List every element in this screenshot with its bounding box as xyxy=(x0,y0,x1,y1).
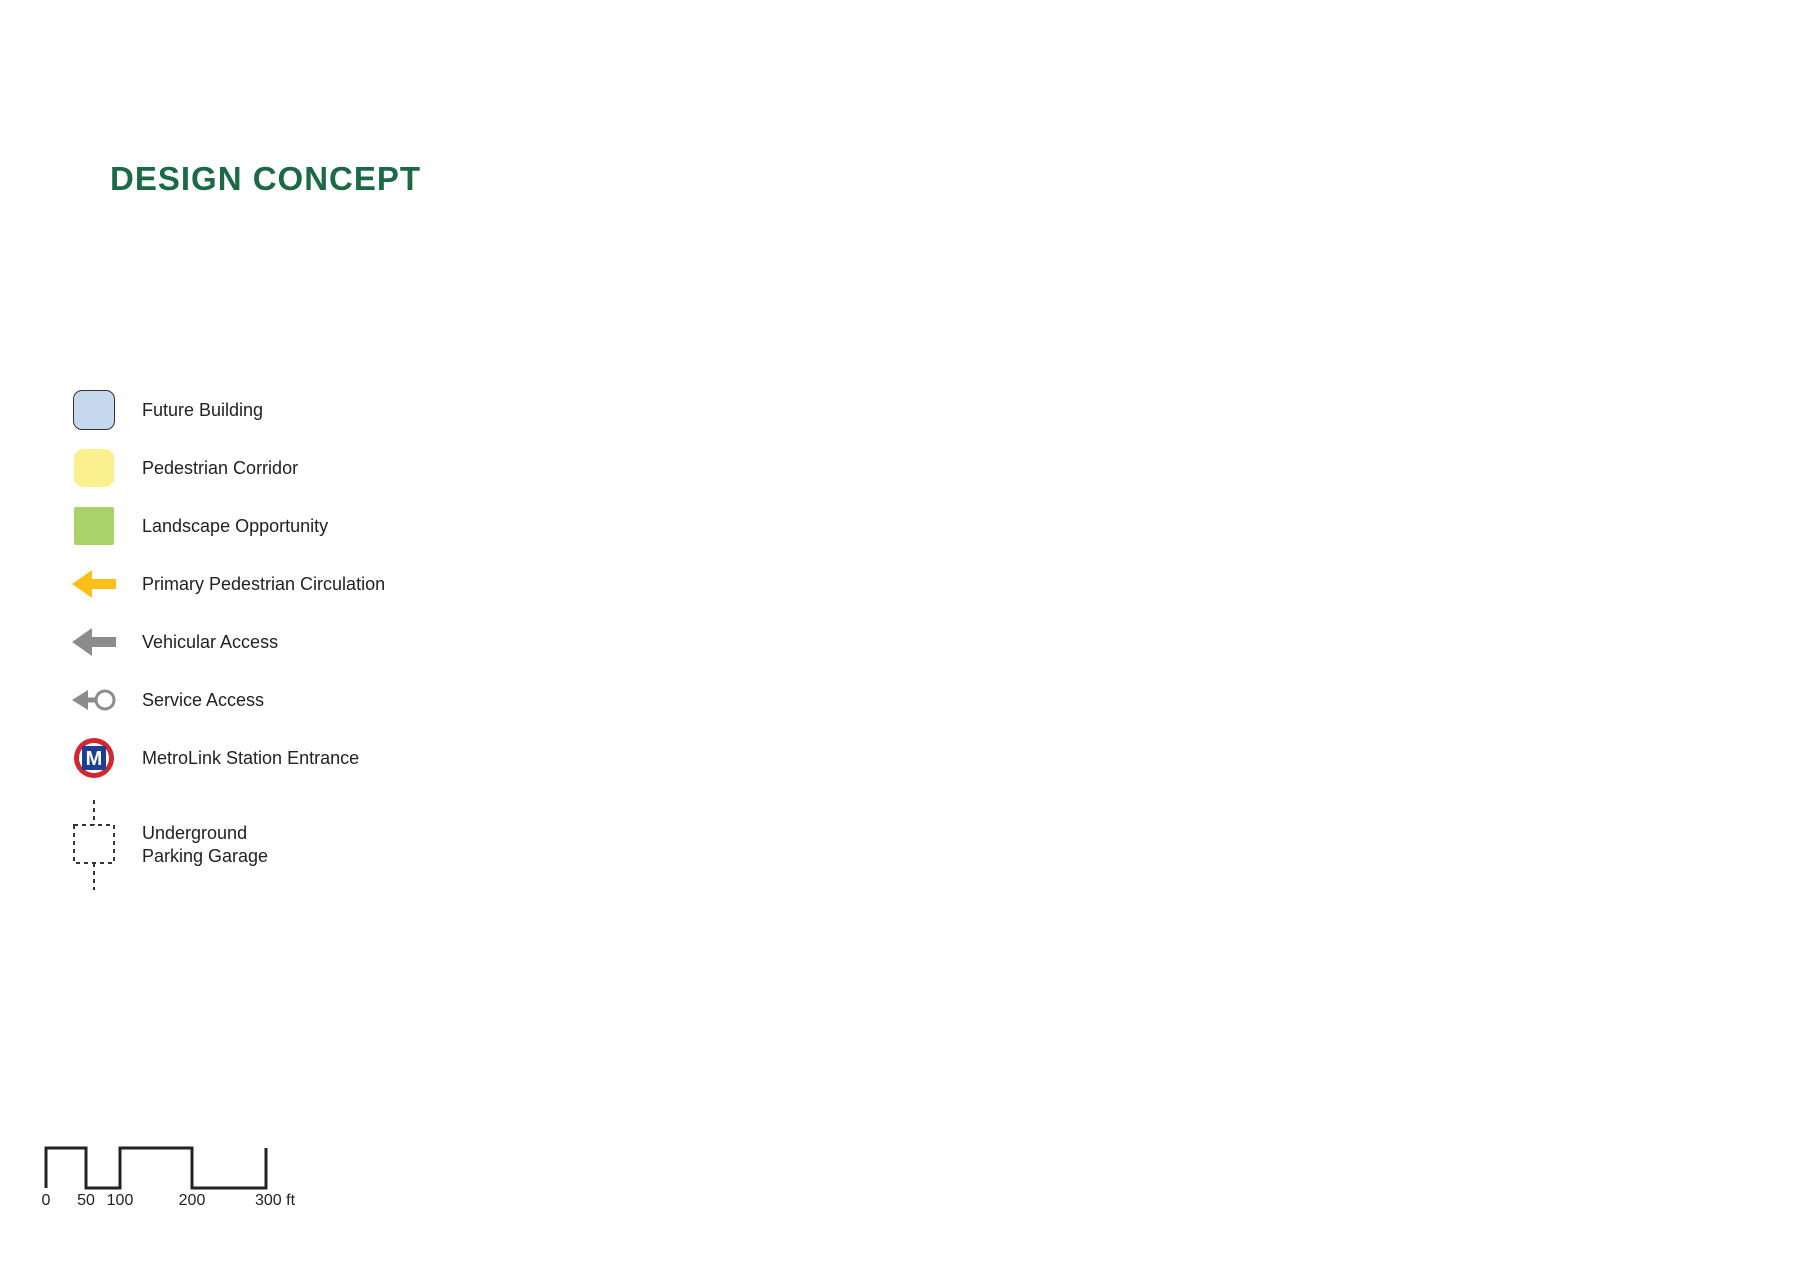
legend-label: Service Access xyxy=(142,689,265,710)
legend-label: Primary Pedestrian Circulation xyxy=(142,573,386,594)
legend-item-future-building: Future Building xyxy=(70,390,263,430)
legend-label: Underground Parking Garage xyxy=(142,823,269,866)
scale-bar-graphic xyxy=(44,1146,268,1190)
scale-label: 50 xyxy=(77,1192,95,1209)
legend-item-landscape-opportunity: Landscape Opportunity xyxy=(70,506,328,546)
service-access-icon xyxy=(72,689,116,711)
future-building-swatch xyxy=(73,390,115,430)
legend-item-vehicular-access: Vehicular Access xyxy=(70,622,278,662)
legend-item-metrolink: M MetroLink Station Entrance xyxy=(70,738,359,778)
gray-arrow-icon xyxy=(72,628,116,656)
scale-label: 200 xyxy=(178,1192,206,1209)
legend-item-service-access: Service Access xyxy=(70,680,264,720)
legend-item-pedestrian-circulation: Primary Pedestrian Circulation xyxy=(70,564,385,604)
map-title: DESIGN CONCEPT xyxy=(110,160,422,197)
scale-label: 300 ft xyxy=(254,1192,296,1209)
scale-label: 0 xyxy=(41,1192,51,1209)
legend-label: Landscape Opportunity xyxy=(142,515,329,536)
legend-label: Pedestrian Corridor xyxy=(142,457,299,478)
legend-item-pedestrian-corridor: Pedestrian Corridor xyxy=(70,448,298,488)
pedestrian-corridor-swatch xyxy=(74,449,114,487)
svg-text:M: M xyxy=(86,748,103,770)
landscape-swatch xyxy=(74,507,114,545)
scale-bar: 0 50 100 200 300 ft xyxy=(40,1140,320,1209)
legend-item-parking-garage: Underground Parking Garage xyxy=(70,800,268,890)
yellow-arrow-icon xyxy=(72,570,116,598)
scale-label: 100 xyxy=(106,1192,134,1209)
dashed-garage-icon xyxy=(73,800,115,890)
legend-label: MetroLink Station Entrance xyxy=(142,747,360,768)
legend-label: Vehicular Access xyxy=(142,631,279,652)
metrolink-icon: M xyxy=(74,738,114,778)
legend-label: Future Building xyxy=(142,399,264,420)
